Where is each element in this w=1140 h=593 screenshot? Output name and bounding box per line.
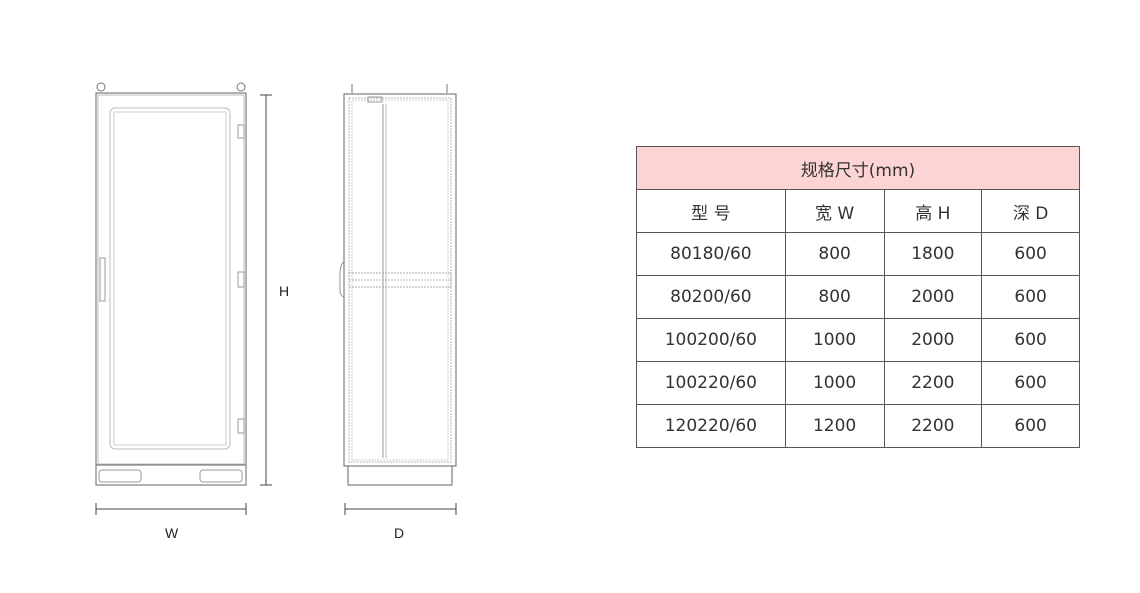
cell-width: 800 — [784, 275, 885, 319]
cabinet-drawing — [95, 82, 457, 515]
depth-label: D — [394, 525, 405, 541]
cell-model: 80180/60 — [636, 232, 786, 276]
cell-height: 2200 — [883, 361, 983, 405]
cell-height: 2000 — [883, 275, 983, 319]
depth-dimension — [344, 503, 457, 515]
header-model: 型 号 — [636, 189, 786, 233]
cell-model: 80200/60 — [636, 275, 786, 319]
width-label: W — [165, 525, 179, 541]
cell-depth: 600 — [981, 232, 1080, 276]
header-height: 高 H — [883, 189, 983, 233]
header-depth: 深 D — [981, 189, 1080, 233]
cell-width: 800 — [784, 232, 885, 276]
cell-model: 120220/60 — [636, 404, 786, 448]
height-dimension — [260, 94, 272, 486]
cell-height: 2200 — [883, 404, 983, 448]
cell-depth: 600 — [981, 361, 1080, 405]
table-title: 规格尺寸(mm) — [636, 146, 1080, 190]
cell-height: 1800 — [883, 232, 983, 276]
cell-width: 1000 — [784, 361, 885, 405]
cell-model: 100220/60 — [636, 361, 786, 405]
cell-depth: 600 — [981, 404, 1080, 448]
cell-depth: 600 — [981, 318, 1080, 362]
height-label: H — [279, 283, 290, 299]
header-row: 型 号 宽 W 高 H 深 D — [636, 189, 1080, 233]
cell-depth: 600 — [981, 275, 1080, 319]
front-view — [95, 82, 247, 486]
cell-width: 1000 — [784, 318, 885, 362]
cell-model: 100200/60 — [636, 318, 786, 362]
side-view — [339, 84, 457, 486]
cell-height: 2000 — [883, 318, 983, 362]
cell-width: 1200 — [784, 404, 885, 448]
width-dimension — [95, 503, 247, 515]
header-width: 宽 W — [784, 189, 885, 233]
